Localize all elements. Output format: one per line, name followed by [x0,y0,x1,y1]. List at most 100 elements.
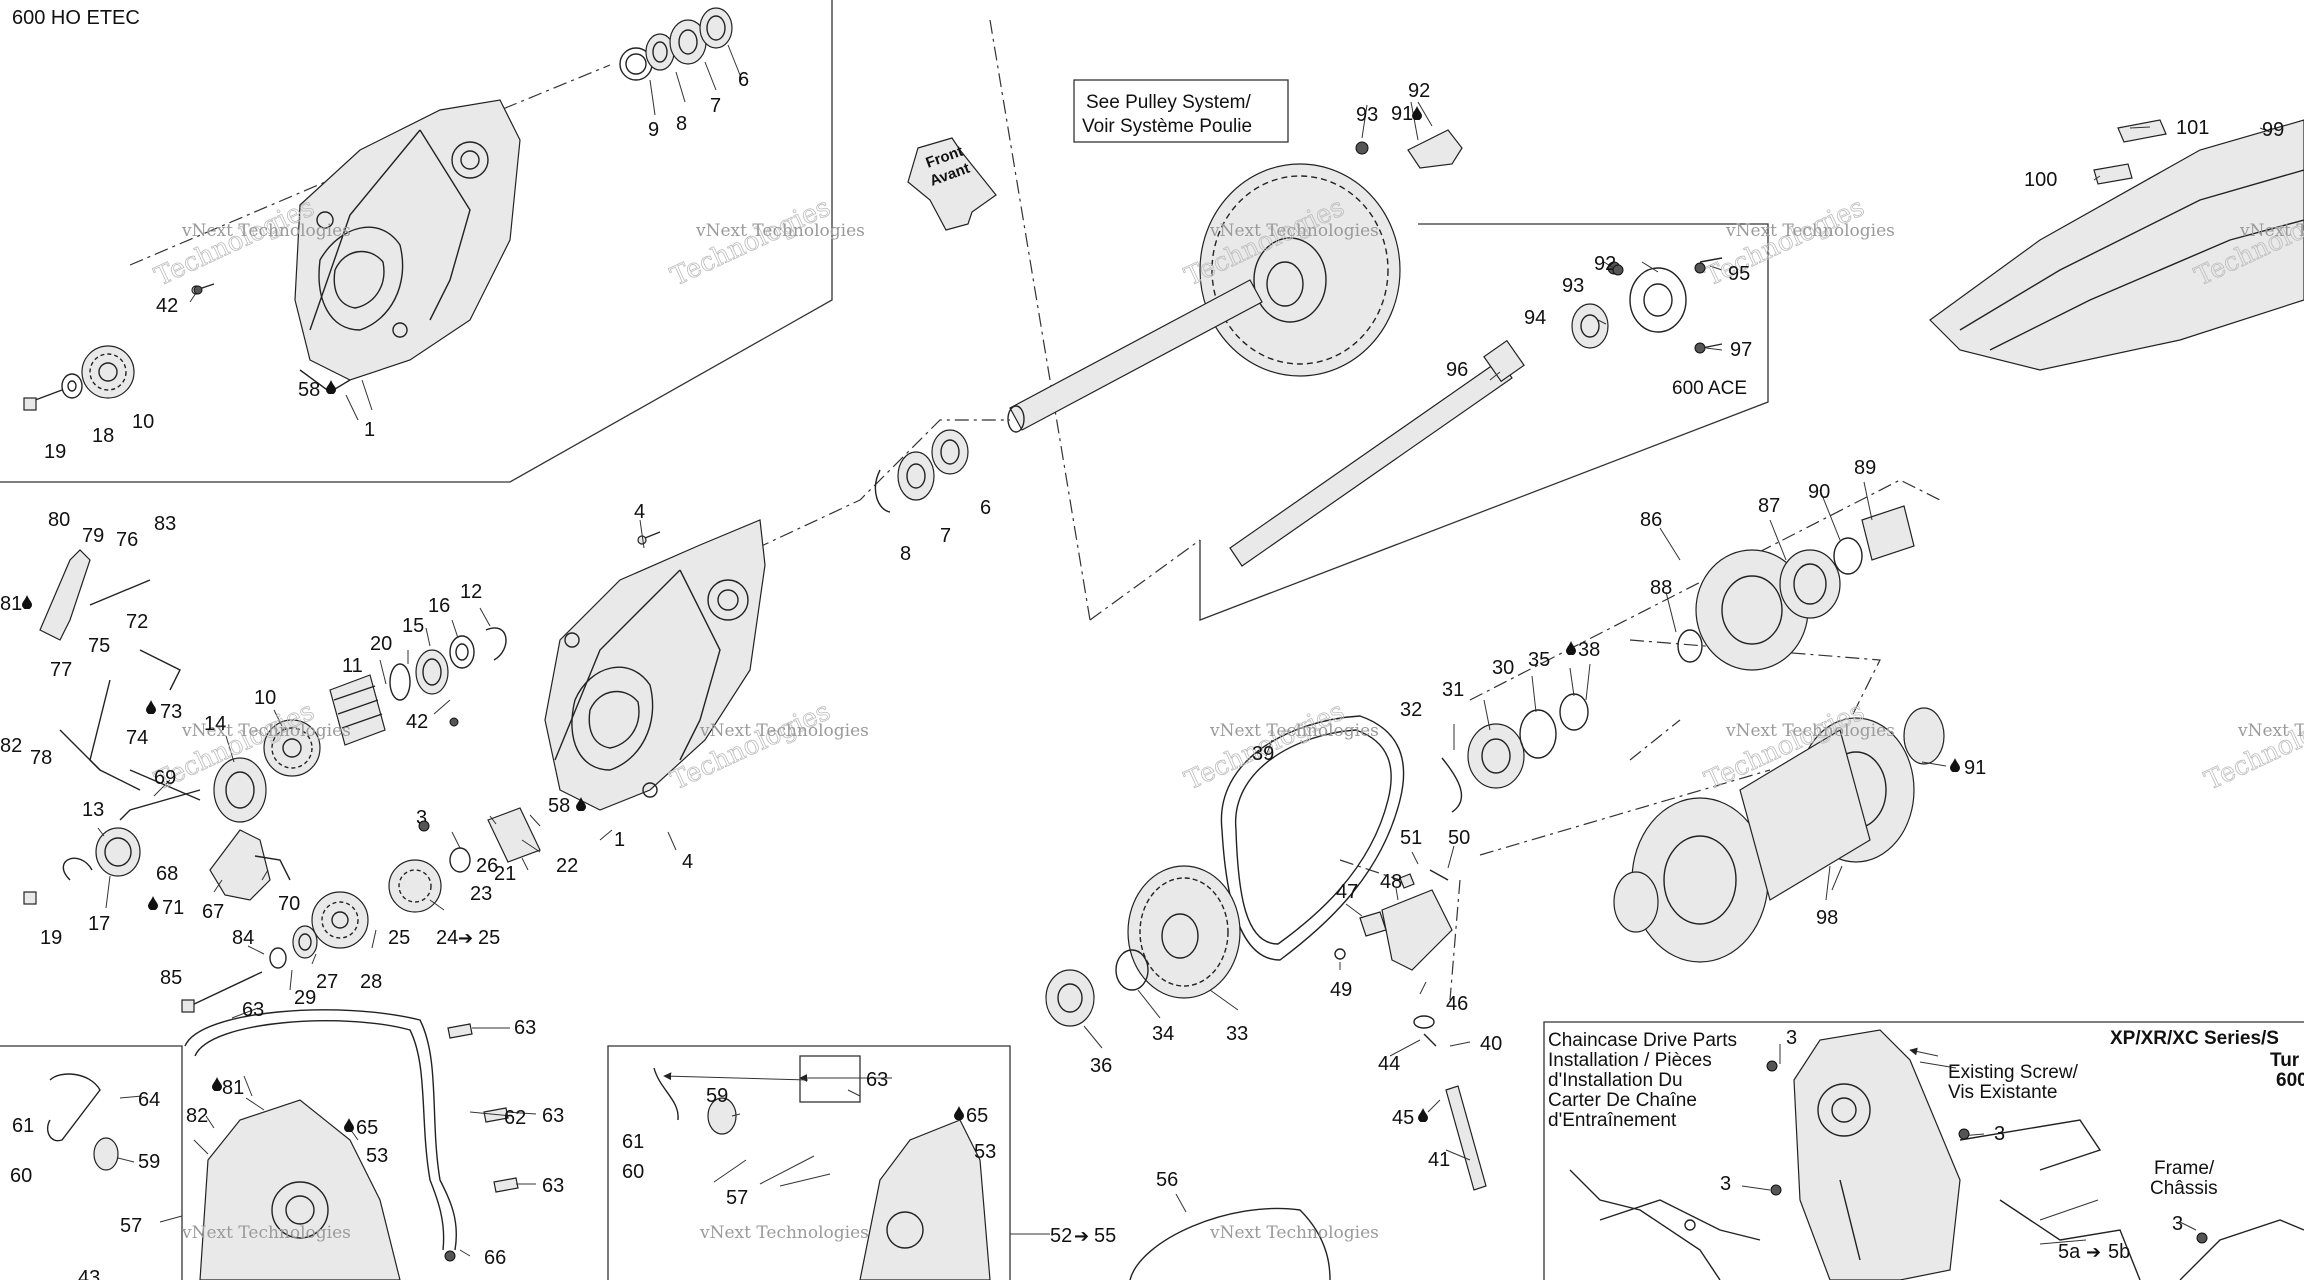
leader-lines [97,44,2271,1257]
upper-chaincase-frame [0,0,833,483]
callout: 73 [160,701,182,723]
pulley-system [1199,163,1401,377]
lower-left-chaincase [199,1099,401,1281]
callout: 21 [494,863,516,885]
callout: 47 [1336,881,1358,903]
callout: 68 [156,863,178,885]
installation-line-5: d'Entraînement [1548,1110,1677,1131]
frame-line-1: Frame/ [2154,1158,2215,1179]
callout: 59 [138,1151,160,1173]
callout: 94 [1524,307,1546,329]
circlip-17 [62,857,93,881]
seal-86-87-89-90 [1677,505,1915,671]
callout: 63 [542,1105,564,1127]
oil-drop-icon [22,595,32,609]
watermark: vNext Technologies [181,721,351,741]
callout: 61 [12,1115,34,1137]
callout: 76 [116,529,138,551]
upper-gear-10 [81,345,135,399]
watermark: Technologies [666,192,835,292]
series-line-3: 600 [2276,1070,2304,1091]
callout: 15 [402,615,424,637]
callout: 89 [1854,457,1876,479]
callout: 3 [1786,1027,1797,1049]
upper-chaincase [294,99,521,393]
callout: 7 [710,95,721,117]
callout: 81 [222,1077,244,1099]
see-pulley-line-1: See Pulley System/ [1086,92,1251,113]
callout: 32 [1400,699,1422,721]
sprocket-33 [1127,865,1241,999]
watermark: vNext Technologies [1725,721,1895,741]
callout: 13 [82,799,104,821]
callout: 87 [1758,495,1780,517]
sprocket-14 [213,757,267,823]
oil-drop-icon [1950,758,1960,772]
callout: 82 [186,1105,208,1127]
upper-washer-18 [61,373,83,399]
callout: 86 [1640,509,1662,531]
callout: 7 [940,525,951,547]
callout: 27 [316,971,338,993]
callout: 3 [2172,1213,2183,1235]
callout: 62 [504,1107,526,1129]
cap-59 [93,1137,119,1171]
shift-linkage-72-80 [39,549,201,801]
callout: 75 [88,635,110,657]
callout: 26 [476,855,498,877]
watermark: vNext Technologies [2239,221,2304,241]
callout: 8 [676,113,687,135]
frame-line-2: Châssis [2150,1178,2218,1199]
callout: 20 [370,633,392,655]
callout: 3 [1720,1173,1731,1195]
bracket-92 [1355,129,1463,169]
watermark: vNext Technologies [2237,721,2304,741]
track [1929,119,2304,371]
see-pulley-box [1073,79,1289,143]
callout: 58 [548,795,570,817]
lower-mid-chaincase [653,1067,991,1281]
callout: 97 [1730,339,1752,361]
callout: 82 [0,735,22,757]
fork-70 [254,855,291,881]
callout: 95 [1728,263,1750,285]
callout: 19 [40,927,62,949]
callout: 40 [1480,1033,1502,1055]
watermark: vNext Technologies [699,721,869,741]
watermark: vNext Technologies [181,1223,351,1243]
installation-line-1: Chaincase Drive Parts [1548,1030,1737,1051]
installation-line-3: d'Installation Du [1548,1070,1683,1091]
oil-drop-icon [1566,641,1576,655]
callout: 56 [1156,1169,1178,1191]
callout: 80 [48,509,70,531]
callout: 60 [622,1161,644,1183]
upper-bolt-19 [23,389,63,411]
series-line-1: XP/XR/XC Series/S [2110,1028,2279,1049]
callout: 96 [1446,359,1468,381]
callout: 63 [242,999,264,1021]
lower-left-frame [0,1045,183,1280]
installation-line-4: Carter De Chaîne [1548,1090,1697,1111]
center-bearing-6-7-8 [874,429,969,513]
callout: 25 [478,927,500,949]
callout: 11 [342,655,363,677]
callout: 81 [0,593,22,615]
callout: 60 [10,1165,32,1187]
callout: 53 [974,1141,996,1163]
shift-fork-67 [119,789,271,901]
callout: 72 [126,611,148,633]
gear-10 [263,719,321,777]
callout: 17 [88,913,110,935]
callout: 5a [2058,1241,2081,1263]
arrow-right-icon: ➔ [1074,1226,1089,1246]
front-arrow: Front Avant [907,137,997,231]
arrow-right-icon: ➔ [2086,1242,2101,1262]
callout: 63 [542,1175,564,1197]
callout: 92 [1408,80,1430,102]
ace-shaft-96 [1229,339,1525,567]
callout: 74 [126,727,148,749]
callout: 63 [514,1017,536,1039]
callout: 45 [1392,1107,1414,1129]
callout: 59 [706,1085,728,1107]
